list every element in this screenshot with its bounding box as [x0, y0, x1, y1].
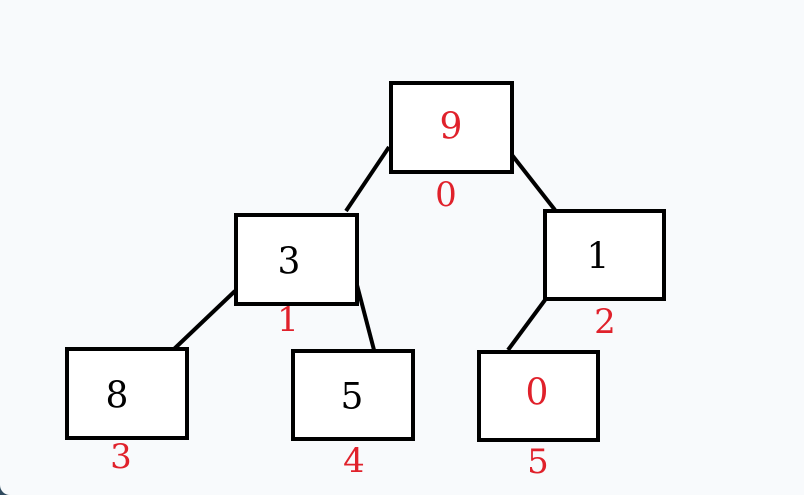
node-value: 5 — [341, 377, 364, 418]
tree-node-3: 8 3 — [65, 347, 189, 477]
tree-node-2: 1 2 — [543, 209, 666, 342]
node-box — [543, 209, 666, 301]
node-box — [234, 213, 359, 306]
node-value: 9 — [440, 107, 463, 148]
edge-0-2 — [510, 153, 557, 212]
tree-node-0: 9 0 — [389, 81, 514, 215]
node-box — [65, 347, 189, 440]
node-box — [477, 350, 600, 442]
node-index: 5 — [527, 442, 549, 482]
tree-edges — [171, 145, 557, 352]
edge-1-3 — [171, 289, 237, 352]
node-index: 0 — [435, 175, 457, 215]
node-index: 4 — [343, 441, 365, 481]
tree-node-1: 3 1 — [234, 213, 359, 340]
node-box — [291, 349, 415, 441]
node-value: 3 — [278, 242, 301, 283]
edge-0-1 — [344, 145, 391, 213]
tree-node-5: 0 5 — [477, 350, 600, 482]
node-index: 3 — [110, 437, 132, 477]
node-value: 8 — [106, 376, 129, 417]
node-box — [389, 81, 514, 174]
node-index: 2 — [594, 302, 616, 342]
tree-node-4: 5 4 — [291, 349, 415, 481]
edge-2-5 — [506, 298, 547, 352]
edge-1-4 — [355, 284, 376, 351]
node-index: 1 — [277, 300, 299, 340]
node-value: 1 — [587, 237, 610, 278]
node-value: 0 — [526, 373, 549, 414]
